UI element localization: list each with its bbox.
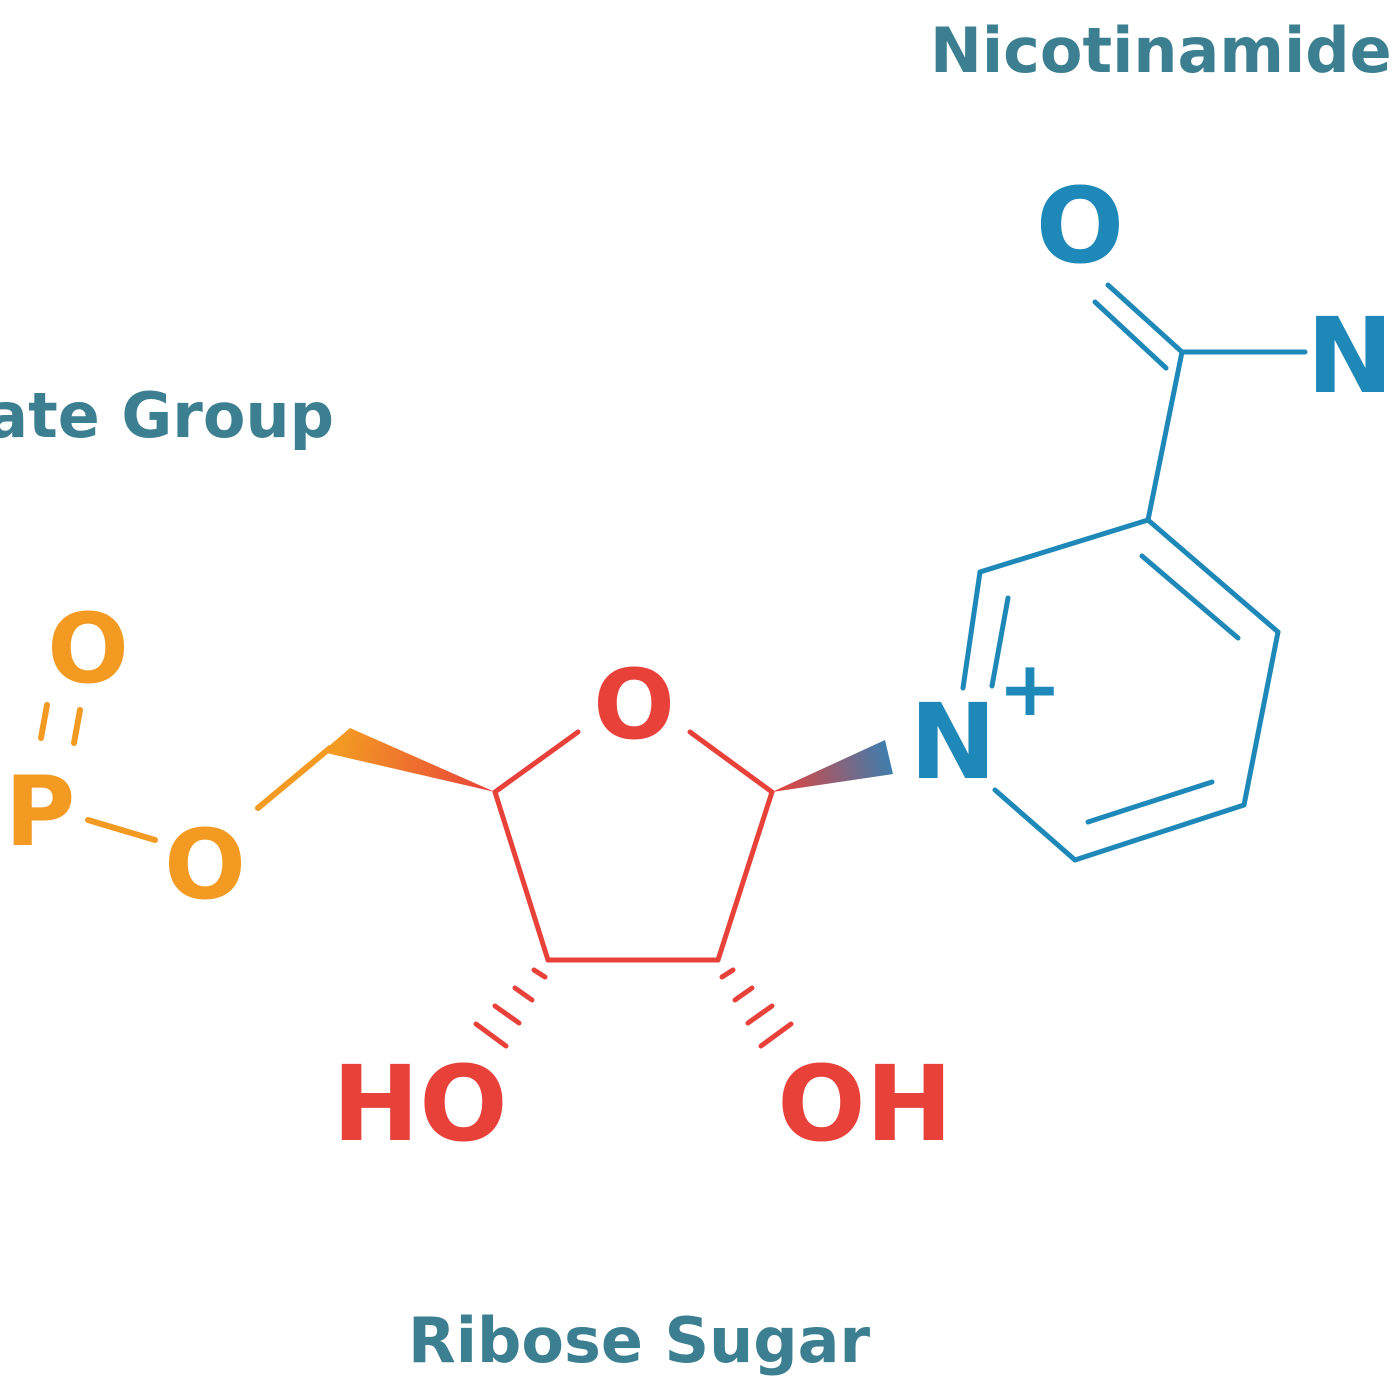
- ring-bond-c3-c4: [1145, 517, 1281, 635]
- ring-bond-c2-c3: [977, 517, 1151, 575]
- pyridinium-ring: [960, 282, 1308, 863]
- p-o-double-bond-1: [38, 702, 50, 741]
- positive-charge: +: [998, 644, 1062, 733]
- ring-bond-c1-c2: [715, 789, 775, 963]
- wedge-bond-left: [322, 728, 495, 792]
- hashed-bond-left: [473, 967, 548, 1049]
- ribose-ring: [492, 729, 775, 963]
- amide-oxygen: O: [1036, 165, 1124, 287]
- nicotinamide-label: Nicotinamide B: [930, 14, 1400, 87]
- amide-nitrogen: N: [1306, 295, 1393, 417]
- bond-c3-carbonyl: [1145, 349, 1185, 523]
- p-o-double-bond-2: [71, 707, 83, 746]
- phosphate-group: [38, 702, 333, 843]
- ring-bond-c4-o: [492, 729, 581, 795]
- ribose-sugar-label: Ribose Sugar: [408, 1304, 871, 1377]
- o-ch2-bond: [255, 745, 333, 811]
- ring-bond-c3-c4-inner: [1139, 553, 1241, 641]
- ring-bond-n-c2-inner: [989, 595, 1011, 689]
- ring-bond-c6-n: [992, 787, 1078, 863]
- hashed-bond-right: [719, 967, 794, 1049]
- p-o-single-bond: [85, 817, 158, 843]
- phosphate-oxygen-bridge: O: [164, 809, 246, 921]
- ring-bond-c5-c6: [1072, 802, 1247, 863]
- wedge-bond-right: [772, 740, 893, 792]
- ring-bond-n-c2: [960, 569, 983, 691]
- phosphate-group-label: hate Group: [0, 379, 334, 452]
- ring-oxygen: O: [593, 649, 675, 761]
- hydroxyl-left: HO: [332, 1043, 507, 1165]
- pyridinium-nitrogen: N: [909, 681, 996, 803]
- phosphate-oxygen-top: O: [47, 593, 129, 705]
- ring-bond-c4-c3: [492, 789, 551, 963]
- carbonyl-double-bond-2: [1092, 299, 1169, 371]
- carbonyl-double-bond-1: [1105, 282, 1185, 355]
- phosphorus-atom: P: [5, 756, 75, 868]
- ring-bond-o-c1: [687, 729, 775, 795]
- ring-bond-c4-c5: [1241, 629, 1281, 808]
- hydroxyl-right: OH: [777, 1043, 952, 1165]
- ring-bond-c5-c6-inner: [1085, 779, 1215, 825]
